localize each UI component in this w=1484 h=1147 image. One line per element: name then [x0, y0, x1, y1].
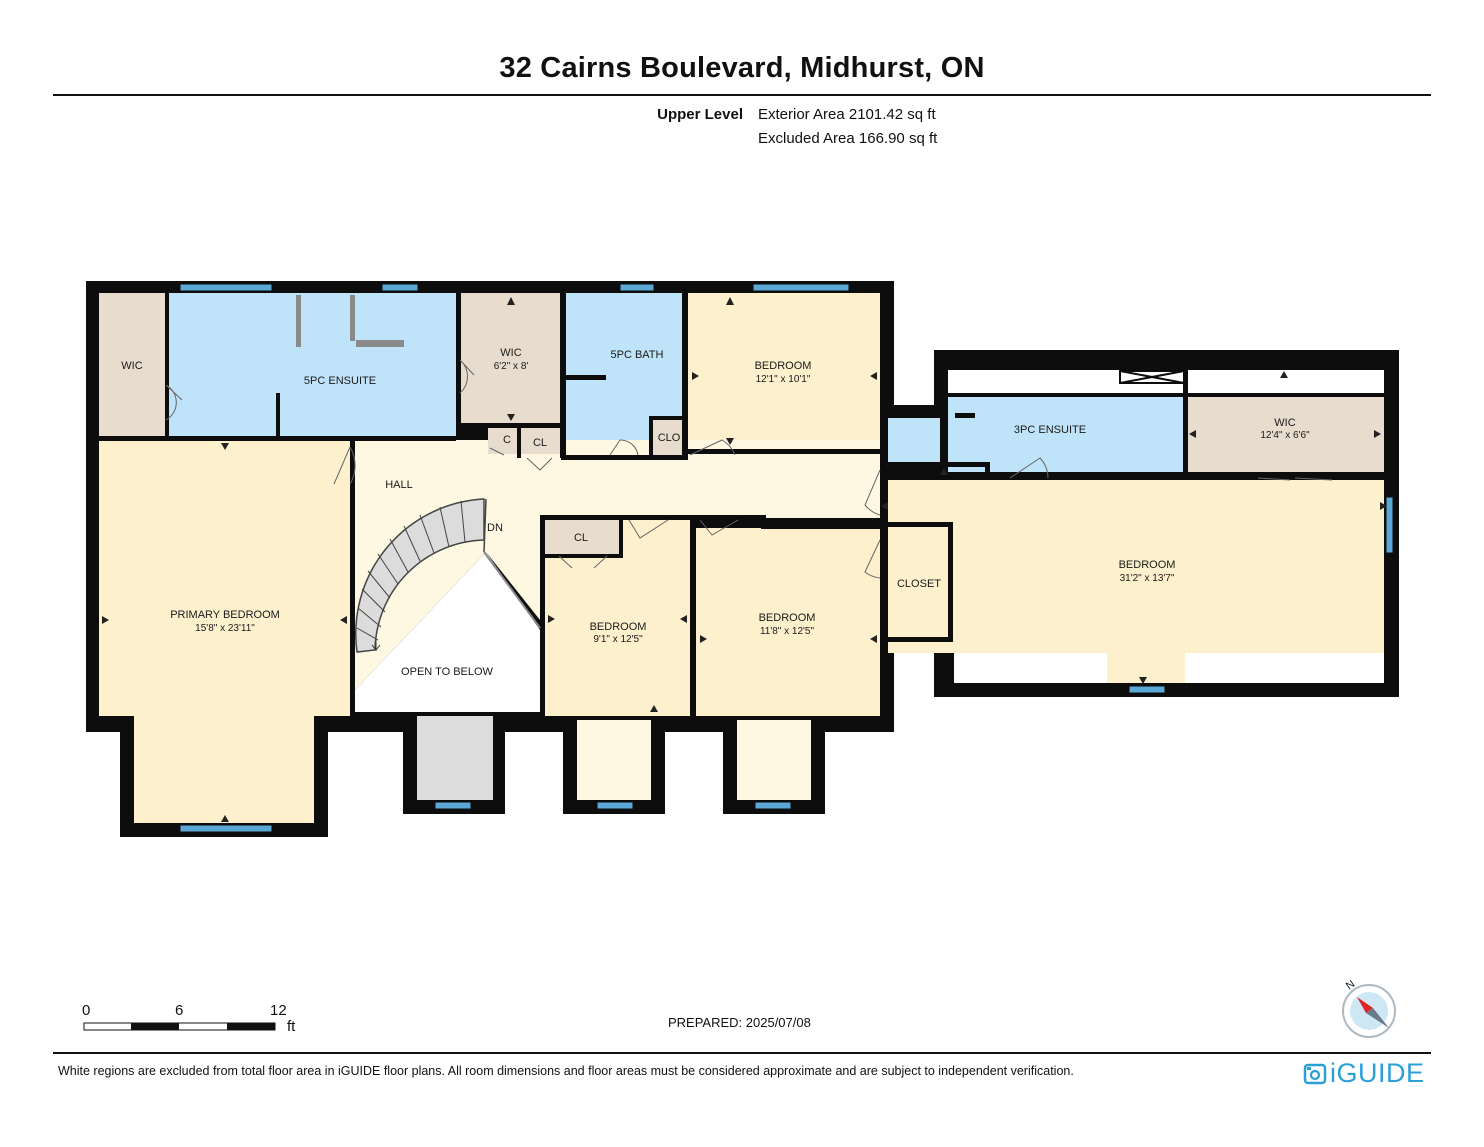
scale-bar — [83, 1022, 276, 1031]
primary-bedroom-fill — [99, 440, 350, 716]
iguide-logo-icon — [1303, 1063, 1327, 1084]
dimension-arrows — [102, 297, 1387, 822]
room-dimensions: 12'1" x 10'1" — [756, 374, 811, 385]
header-divider — [53, 94, 1431, 96]
room-label: WIC — [500, 347, 521, 359]
room-dimensions: 11'8" x 12'5" — [760, 626, 815, 637]
compass-icon: N — [1342, 978, 1396, 1038]
room-fills — [99, 293, 1384, 823]
ensuite-3pc-fill — [948, 397, 1183, 472]
room-dimensions: 15'8" x 23'11" — [195, 623, 255, 634]
room-label: WIC — [1274, 417, 1295, 429]
bedroom-top-fill — [688, 293, 880, 449]
primary-bay-fill — [134, 716, 314, 823]
bedroom-mid-bay-fill — [737, 720, 811, 800]
wic-left-fill — [99, 293, 165, 436]
windows — [179, 283, 1394, 833]
closet-cl-small-fill — [545, 520, 619, 554]
stair-treads — [355, 498, 485, 653]
ensuite-partitions — [296, 295, 404, 347]
footer-divider — [53, 1052, 1431, 1054]
room-label: BEDROOM — [759, 612, 816, 624]
room-label: HALL — [385, 479, 413, 491]
room-dimensions: 9'1" x 12'5" — [593, 634, 643, 645]
skylight — [1119, 370, 1185, 384]
brand-name: iGUIDE — [1330, 1058, 1425, 1088]
room-label: PRIMARY BEDROOM — [170, 609, 280, 621]
room-label: WIC — [121, 360, 142, 372]
connector-fill — [888, 418, 940, 462]
closet-cl-top-fill — [521, 428, 561, 454]
window — [596, 801, 634, 810]
window — [179, 824, 273, 833]
bedroom-mid-fill — [696, 528, 880, 716]
exterior-area: Exterior Area 2101.42 sq ft — [758, 106, 936, 123]
iguide-logo: iGUIDE — [1303, 1058, 1425, 1089]
scale-unit: ft — [287, 1018, 296, 1035]
window — [381, 283, 419, 292]
room-label: CLO — [658, 432, 681, 444]
disclaimer-text: White regions are excluded from total fl… — [58, 1064, 1074, 1078]
level-name: Upper Level — [657, 106, 743, 123]
bedroom-large-fill — [888, 480, 1384, 653]
room-dimensions: 31'2" x 13'7" — [1120, 573, 1175, 584]
scale-tick-6: 6 — [175, 1002, 184, 1019]
window — [1128, 685, 1166, 694]
window — [619, 283, 655, 292]
ensuite-inner-wall — [276, 393, 280, 436]
scale-tick-0: 0 — [82, 1002, 91, 1019]
room-dimensions: 12'4" x 6'6" — [1260, 430, 1310, 441]
room-label: CL — [574, 532, 588, 544]
window — [754, 801, 792, 810]
bedroom-small-bay-fill — [577, 720, 651, 800]
room-label: CL — [533, 437, 547, 449]
bedroom-large-excluded-left — [954, 653, 1107, 683]
prepared-date: PREPARED: 2025/07/08 — [668, 1015, 811, 1030]
room-labels: WIC 5PC ENSUITE WIC 6'2" x 8' 5PC BATH B… — [121, 347, 1310, 678]
window — [752, 283, 850, 292]
room-label: C — [503, 434, 511, 446]
room-label: 5PC BATH — [611, 349, 664, 361]
door-swings — [165, 359, 1333, 579]
window — [1385, 496, 1394, 554]
excluded-bay-fill — [417, 716, 493, 800]
window — [179, 283, 273, 292]
closet-clo-fill — [653, 420, 682, 455]
wic-right-fill — [1187, 397, 1384, 472]
page-title: 32 Cairns Boulevard, Midhurst, ON — [499, 52, 985, 84]
room-dimensions: 6'2" x 8' — [494, 361, 529, 372]
room-label: BEDROOM — [755, 360, 812, 372]
stair-label: DN — [487, 522, 503, 534]
room-label: 3PC ENSUITE — [1014, 424, 1086, 436]
room-label: 5PC ENSUITE — [304, 375, 376, 387]
ensuite-5pc-fill — [168, 293, 456, 436]
room-label: BEDROOM — [590, 621, 647, 633]
bedroom-large-excluded-right — [1185, 653, 1384, 683]
open-to-below — [355, 552, 540, 712]
excluded-area: Excluded Area 166.90 sq ft — [758, 130, 938, 147]
room-label: BEDROOM — [1119, 559, 1176, 571]
room-label: CLOSET — [897, 578, 941, 590]
staircase — [355, 498, 541, 653]
scale-tick-12: 12 — [270, 1002, 287, 1019]
room-label: OPEN TO BELOW — [401, 666, 494, 678]
interior-walls — [99, 293, 1385, 720]
wic-mid-fill — [460, 293, 560, 423]
window — [434, 801, 472, 810]
